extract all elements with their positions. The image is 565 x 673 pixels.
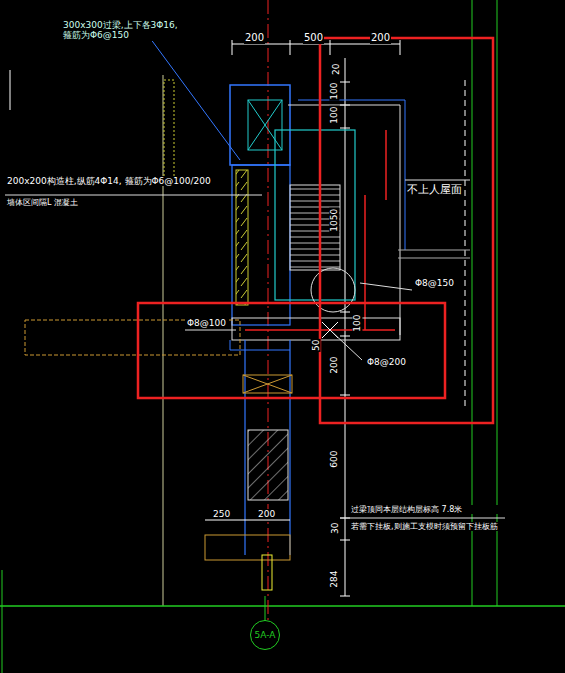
dimension-text: 100 (329, 106, 339, 125)
dimension-text: 200 (244, 32, 265, 44)
axis-circle: 5A-A (250, 620, 280, 650)
dimension-text: 500 (303, 32, 324, 44)
dimension-text: 20 (331, 62, 341, 75)
callout-note: 300x300过梁,上下各3Φ16, 箍筋为Φ6@150 (62, 20, 182, 41)
dimension-text: 250 (212, 509, 231, 519)
dimension-text: 50 (311, 338, 321, 351)
callout-note: 墙体区间隔L 混凝土 (6, 198, 79, 207)
rebar-label: Φ8@200 (366, 357, 407, 367)
dimension-text: 600 (329, 450, 339, 469)
callout-note: 200x200构造柱,纵筋4Φ14, 箍筋为Φ6@100/200 (6, 176, 223, 186)
roof-label: 不上人屋面 (406, 184, 463, 197)
dimension-text: 200 (257, 509, 276, 519)
dimension-text: 200 (329, 356, 339, 375)
axis-label: 5A-A (255, 630, 276, 640)
callout-note: 若需下挂板,则施工支模时须预留下挂板筋 (350, 522, 542, 531)
dimension-text: 100 (352, 314, 362, 333)
dimension-text: 100 (329, 82, 339, 101)
dimension-text: 30 (330, 521, 340, 534)
dimension-text: 200 (370, 32, 391, 44)
rebar-label: Φ8@100 (186, 318, 227, 328)
dimension-text: 284 (329, 570, 339, 589)
callout-note: 过梁顶同本层结构层标高 7.8米 (350, 505, 542, 514)
rebar-label: Φ8@150 (414, 278, 455, 288)
dimension-text: 1050 (329, 208, 339, 233)
